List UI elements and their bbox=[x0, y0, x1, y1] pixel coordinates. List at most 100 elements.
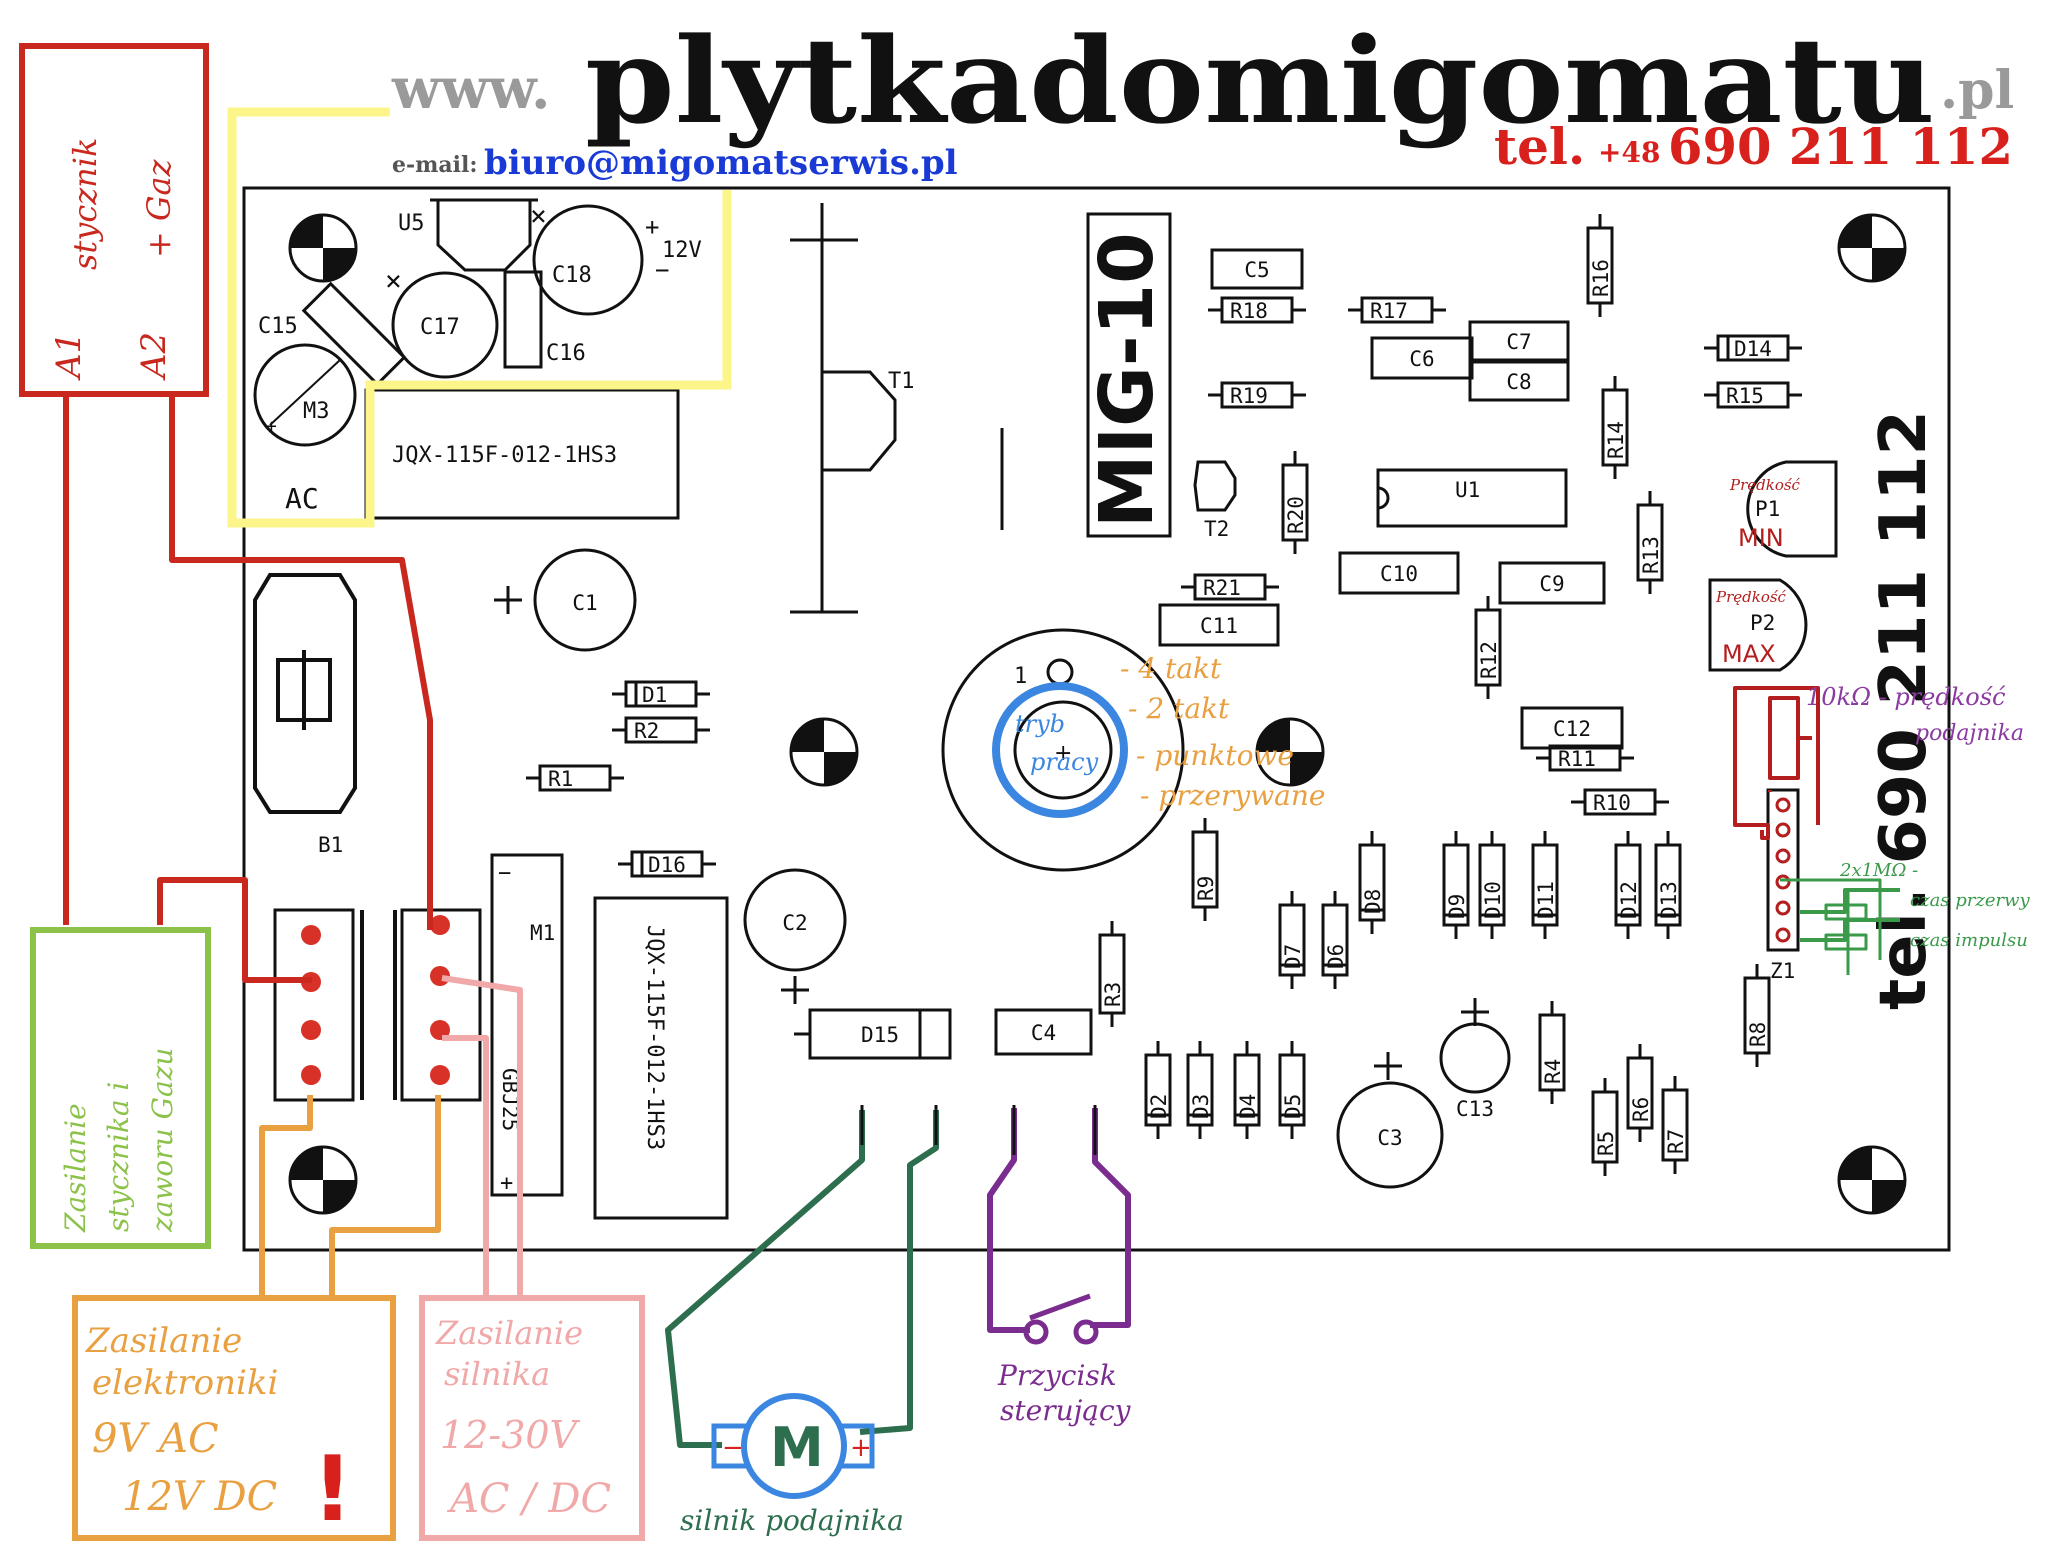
label-c10: C10 bbox=[1380, 562, 1418, 586]
mode-przerywane: - przerywane bbox=[1140, 779, 1325, 812]
label-c5: C5 bbox=[1244, 258, 1269, 282]
label-d2: D2 bbox=[1147, 1094, 1171, 1119]
label-r2: R2 bbox=[634, 719, 659, 743]
header-tld: .pl bbox=[1940, 60, 2014, 121]
label-m1: M1 bbox=[530, 921, 555, 945]
plus-m3: + bbox=[266, 416, 277, 437]
label-r13: R13 bbox=[1639, 536, 1663, 574]
label-r6: R6 bbox=[1629, 1097, 1653, 1122]
part-r17: R17 bbox=[1348, 296, 1446, 324]
pot-p1-min: MIN bbox=[1738, 524, 1784, 552]
pcb-outline bbox=[242, 186, 1951, 1252]
label-r9: R9 bbox=[1194, 876, 1218, 901]
mode-4-takt: - 4 takt bbox=[1120, 652, 1222, 685]
label-d8: D8 bbox=[1361, 889, 1385, 914]
label-r14: R14 bbox=[1604, 421, 1628, 459]
pot-p2-speed: Prędkość bbox=[1715, 588, 1787, 606]
part-c2: C2 bbox=[743, 868, 847, 1004]
label-c1: C1 bbox=[572, 591, 597, 615]
part-d8: D8 bbox=[1358, 831, 1386, 934]
mounting-hole-mark bbox=[1837, 213, 1907, 283]
header-email-label: e-mail: bbox=[392, 152, 478, 178]
part-c6: C6 bbox=[1370, 336, 1474, 380]
button-label-2: sterujący bbox=[1000, 1394, 1132, 1427]
mode-selector[interactable]: 1 + bbox=[941, 628, 1185, 872]
part-r18: R18 bbox=[1208, 296, 1306, 324]
electronics-supply-3: 9V AC bbox=[92, 1416, 219, 1462]
wire-orange-right bbox=[329, 1095, 441, 1298]
contactor-text-1: stycznik bbox=[66, 138, 104, 270]
motor-label: silnik podajnika bbox=[680, 1504, 904, 1537]
z1-pins bbox=[1775, 797, 1791, 943]
m3-bridge bbox=[253, 343, 357, 447]
wire-button-left bbox=[987, 1108, 1030, 1333]
part-c3: C3 bbox=[1336, 1052, 1444, 1189]
pot-p2[interactable]: Prędkość P2 MAX bbox=[1708, 578, 1808, 672]
part-d6: D6 bbox=[1321, 891, 1349, 989]
part-c4: C4 bbox=[994, 1008, 1093, 1056]
cross-mark: × bbox=[530, 199, 547, 232]
part-c9: C9 bbox=[1498, 561, 1606, 605]
mounting-hole-mark bbox=[1837, 1145, 1907, 1215]
label-d4: D4 bbox=[1236, 1094, 1260, 1119]
annotation-contactor: A1 A2 stycznik + Gaz bbox=[19, 43, 209, 397]
part-c10: C10 bbox=[1338, 551, 1460, 595]
res-note-3: czas impulsu bbox=[1910, 930, 2028, 951]
mode-circle-1: tryb bbox=[1015, 710, 1065, 738]
label-r16: R16 bbox=[1589, 259, 1613, 297]
m1-plus: + bbox=[500, 1171, 513, 1196]
label-r19: R19 bbox=[1230, 384, 1268, 408]
mounting-hole-mark bbox=[1255, 717, 1325, 787]
label-c7: C7 bbox=[1506, 330, 1531, 354]
wire-red-supply bbox=[157, 877, 312, 983]
wire-pink-1 bbox=[441, 975, 523, 1298]
label-c15: C15 bbox=[258, 314, 298, 339]
u1-ic: U1 bbox=[1376, 468, 1568, 528]
part-r8: R8 bbox=[1743, 964, 1771, 1067]
cross-mark: × bbox=[385, 264, 402, 297]
wire-pink-2 bbox=[442, 1035, 489, 1298]
header-tel-number[interactable]: 690 211 112 bbox=[1668, 117, 2013, 176]
label-c9: C9 bbox=[1539, 572, 1564, 596]
header-domain[interactable]: plytkadomigomatu bbox=[585, 11, 1935, 150]
pot-p1-speed: Prędkość bbox=[1729, 476, 1801, 494]
header-email[interactable]: biuro@migomatserwis.pl bbox=[484, 143, 958, 183]
board-model: MIG-10 bbox=[1084, 232, 1170, 528]
switch-center-plus: + bbox=[1054, 741, 1072, 766]
wire-pot bbox=[1733, 686, 1820, 840]
t2-transistor: T2 bbox=[1193, 460, 1237, 541]
pot-note-2: podajnika bbox=[1915, 721, 2024, 746]
part-r5: R5 bbox=[1591, 1078, 1619, 1176]
label-d7: D7 bbox=[1281, 944, 1305, 969]
label-u5: U5 bbox=[398, 211, 425, 236]
label-m3: M3 bbox=[303, 399, 330, 424]
part-r19: R19 bbox=[1208, 381, 1306, 409]
mounting-hole-mark bbox=[288, 1145, 358, 1215]
label-t2: T2 bbox=[1204, 517, 1229, 541]
motor-supply-4: AC / DC bbox=[446, 1476, 611, 1522]
label-d13: D13 bbox=[1657, 881, 1681, 919]
label-d3: D3 bbox=[1189, 1094, 1213, 1119]
pot-p1[interactable]: Prędkość P1 MIN bbox=[710, 458, 1838, 562]
label-d14: D14 bbox=[1734, 337, 1772, 361]
part-d10: D10 bbox=[1478, 831, 1506, 939]
label-d1: D1 bbox=[642, 683, 667, 707]
part-c7: C7 bbox=[1468, 320, 1570, 362]
part-r12: R12 bbox=[1474, 596, 1502, 699]
label-r20: R20 bbox=[1284, 496, 1308, 534]
z1-connector: Z1 bbox=[1766, 788, 1800, 983]
mode-punktowe: - punktowe bbox=[1136, 739, 1294, 772]
wire-red-a2 bbox=[169, 395, 433, 930]
u5-regulator bbox=[436, 198, 532, 272]
electronics-supply-1: Zasilanie bbox=[85, 1321, 242, 1361]
label-r8: R8 bbox=[1746, 1022, 1770, 1047]
label-d11: D11 bbox=[1534, 881, 1558, 919]
part-r1: R1 bbox=[526, 764, 624, 792]
label-d15: D15 bbox=[861, 1023, 899, 1047]
label-d6: D6 bbox=[1324, 944, 1348, 969]
wire-motor-pos bbox=[859, 1110, 939, 1435]
part-c1: C1 bbox=[494, 548, 637, 652]
c16-capacitor bbox=[503, 270, 543, 369]
label-c6: C6 bbox=[1409, 347, 1434, 371]
label-c8: C8 bbox=[1506, 370, 1531, 394]
